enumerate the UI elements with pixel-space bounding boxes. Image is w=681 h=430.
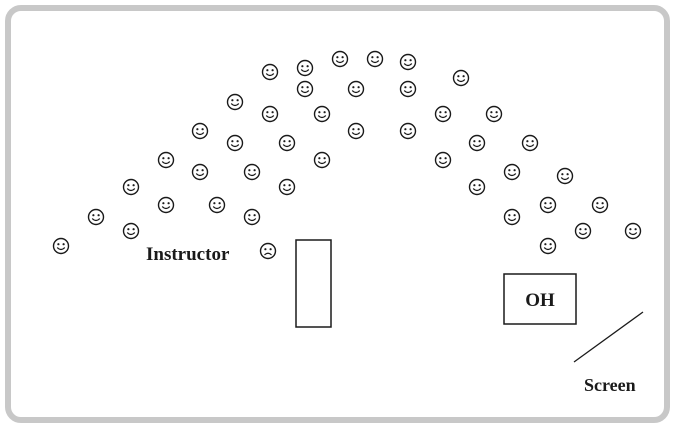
smiley-face-icon: [313, 151, 331, 169]
instructor-label: Instructor: [146, 244, 230, 265]
smiley-face-icon: [347, 80, 365, 98]
smiley-face-icon: [191, 122, 209, 140]
smiley-face-icon: [226, 134, 244, 152]
sad-face-icon: [259, 242, 277, 260]
smiley-face-icon: [485, 105, 503, 123]
smiley-face-icon: [157, 151, 175, 169]
smiley-face-icon: [296, 80, 314, 98]
sad-face-icon: [259, 242, 277, 260]
smiley-face-icon: [296, 59, 314, 77]
diagram-frame: [5, 5, 670, 423]
smiley-face-icon: [347, 122, 365, 140]
smiley-face-icon: [556, 167, 574, 185]
smiley-face-icon: [191, 163, 209, 181]
instructor-desk: [295, 239, 332, 328]
smiley-face-icon: [243, 163, 261, 181]
smiley-face-icon: [366, 50, 384, 68]
smiley-face-icon: [539, 196, 557, 214]
projection-screen: [573, 311, 644, 363]
smiley-face-icon: [399, 53, 417, 71]
smiley-face-icon: [503, 163, 521, 181]
smiley-face-icon: [331, 50, 349, 68]
smiley-face-icon: [591, 196, 609, 214]
smiley-face-icon: [208, 196, 226, 214]
smiley-face-icon: [261, 63, 279, 81]
instructor-figure: [259, 242, 277, 260]
overhead-projector-box: [503, 273, 577, 325]
smiley-face-icon: [574, 222, 592, 240]
smiley-face-icon: [278, 178, 296, 196]
smiley-face-icon: [278, 134, 296, 152]
smiley-face-icon: [313, 105, 331, 123]
student-seats: [52, 50, 642, 255]
smiley-face-icon: [434, 105, 452, 123]
smiley-face-icon: [468, 134, 486, 152]
smiley-face-icon: [539, 237, 557, 255]
smiley-face-icon: [122, 178, 140, 196]
smiley-face-icon: [226, 93, 244, 111]
smiley-face-icon: [468, 178, 486, 196]
smiley-face-icon: [157, 196, 175, 214]
screen-label: Screen: [584, 375, 636, 395]
smiley-face-icon: [452, 69, 470, 87]
smiley-face-icon: [243, 208, 261, 226]
smiley-face-icon: [52, 237, 70, 255]
smiley-face-icon: [87, 208, 105, 226]
smiley-face-icon: [399, 122, 417, 140]
smiley-face-icon: [399, 80, 417, 98]
smiley-face-icon: [434, 151, 452, 169]
smiley-face-icon: [261, 105, 279, 123]
smiley-face-icon: [503, 208, 521, 226]
smiley-face-icon: [624, 222, 642, 240]
smiley-face-icon: [122, 222, 140, 240]
smiley-face-icon: [521, 134, 539, 152]
overhead-projector: OH: [503, 273, 577, 325]
overhead-projector-label: OH: [525, 290, 555, 311]
